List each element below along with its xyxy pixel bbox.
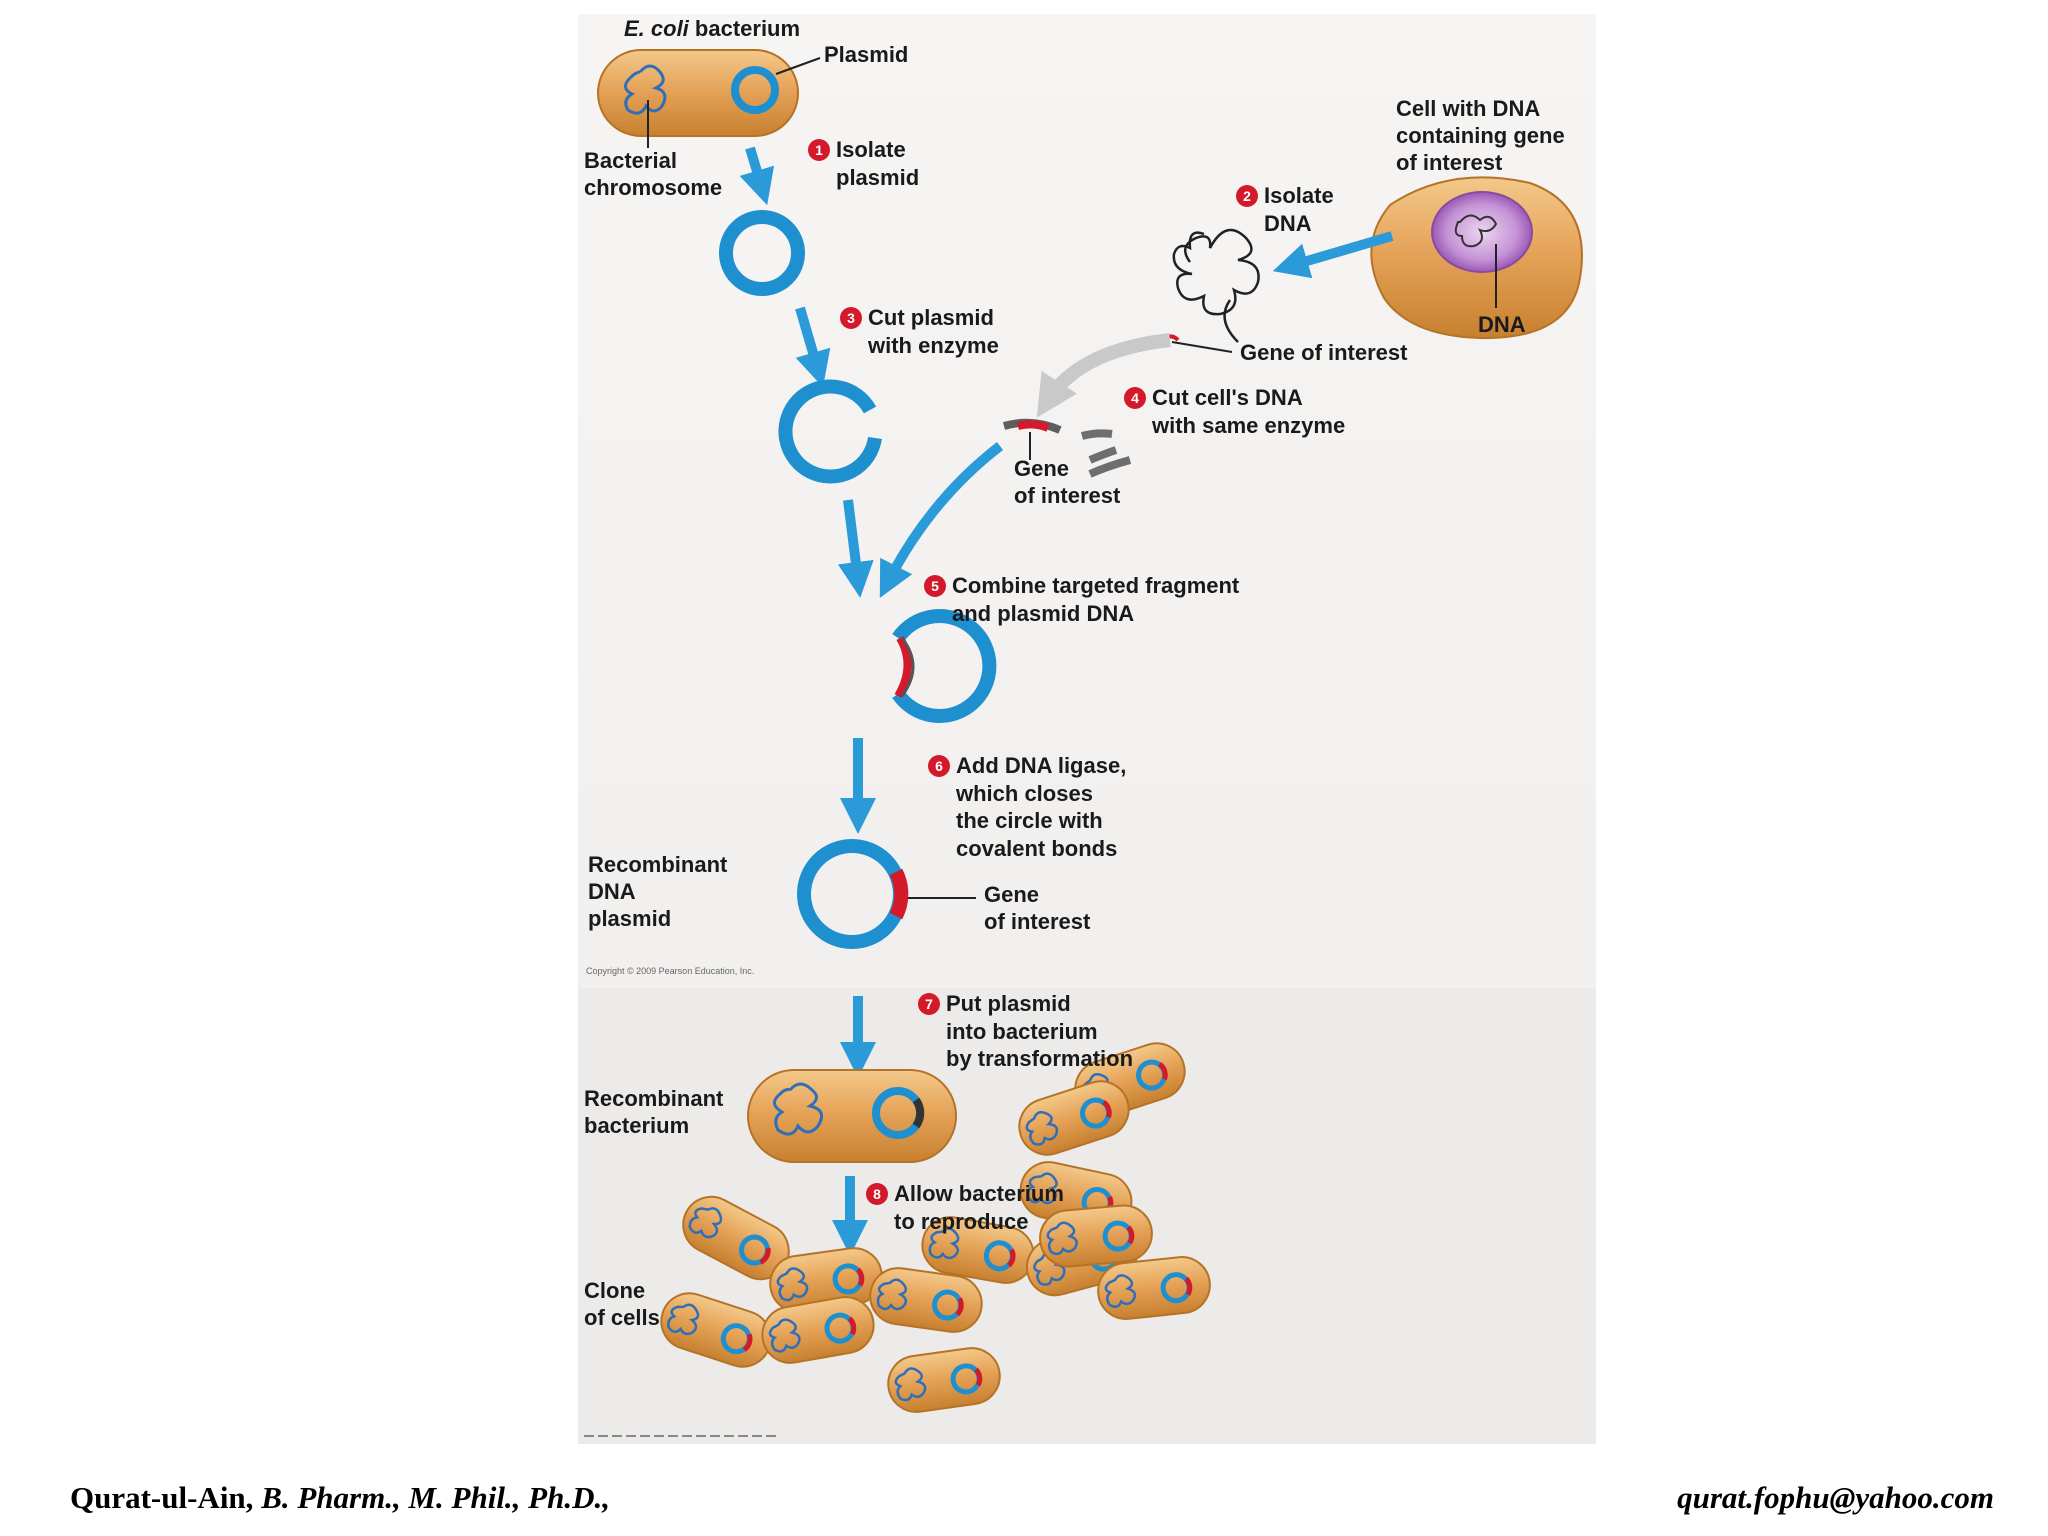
clone-cell — [769, 1247, 883, 1313]
gene-of-interest-label-recombinant: Gene of interest — [984, 882, 1091, 934]
step-7-badge: 7 — [918, 993, 940, 1015]
step-6-badge: 6 — [928, 755, 950, 777]
dna-label: DNA — [1478, 312, 1526, 337]
donor-cell — [1370, 176, 1583, 340]
clone-cell — [682, 1195, 790, 1281]
plasmid-label: Plasmid — [824, 42, 909, 67]
arrow-step-4 — [1036, 333, 1171, 418]
cut-plasmid — [778, 379, 882, 484]
step-4-badge: 4 — [1124, 387, 1146, 409]
recombinant-bacterium-cell — [747, 1069, 957, 1163]
bacterial-chromosome-shape — [624, 64, 667, 115]
arrow-step-1 — [739, 146, 775, 206]
nucleus-dna — [1454, 214, 1498, 248]
recombinant-bacterium-label: Recombinant bacterium — [584, 1086, 724, 1138]
clone-cells — [660, 1042, 1211, 1413]
recombinant-plasmid — [797, 839, 909, 949]
arrow-step-5-left — [837, 499, 874, 598]
isolated-dna-tangle — [1172, 228, 1260, 343]
clone-cell — [761, 1296, 875, 1364]
gene-of-interest-pointer — [1171, 341, 1233, 353]
step-8-badge: 8 — [866, 1183, 888, 1205]
dna-fragments — [1002, 418, 1132, 478]
ecoli-label: E. coli bacterium — [624, 16, 801, 41]
cell-with-dna-label: Cell with DNA containing gene of interes… — [1396, 96, 1565, 175]
clone-cell — [887, 1347, 1001, 1413]
step-1-badge: 1 — [808, 139, 830, 161]
gene-of-interest-label-fragment: Gene of interest — [1014, 456, 1121, 508]
bacterial-chromosome-label: Bacterial chromosome — [584, 148, 723, 200]
clone-cell — [869, 1267, 983, 1333]
arrow-step-5-right — [879, 442, 1004, 599]
clone-cell — [1018, 1080, 1130, 1156]
author-email: qurat.fophu@yahoo.com — [1677, 1480, 1994, 1515]
author-credit: Qurat-ul-Ain, B. Pharm., M. Phil., Ph.D.… — [70, 1480, 610, 1515]
combined-plasmid — [892, 609, 997, 723]
nucleus — [1431, 191, 1533, 273]
plasmid-ring — [731, 66, 779, 114]
step-3-badge: 3 — [840, 307, 862, 329]
ecoli-bacterium — [597, 49, 799, 137]
step-2-badge: 2 — [1236, 185, 1258, 207]
isolated-plasmid — [719, 210, 805, 296]
step-5-badge: 5 — [924, 575, 946, 597]
arrow-step-3 — [795, 306, 831, 388]
clone-cell — [1039, 1204, 1153, 1268]
copyright-text: Copyright © 2009 Pearson Education, Inc. — [586, 966, 755, 976]
clone-cell — [1097, 1256, 1211, 1320]
recombinant-dna-plasmid-label: Recombinant DNA plasmid — [588, 852, 728, 931]
arrow-step-2 — [1272, 231, 1394, 279]
clone-of-cells-label: Clone of cells — [584, 1278, 660, 1330]
gene-of-interest-label-top: Gene of interest — [1240, 340, 1408, 365]
plasmid-pointer — [775, 57, 821, 75]
